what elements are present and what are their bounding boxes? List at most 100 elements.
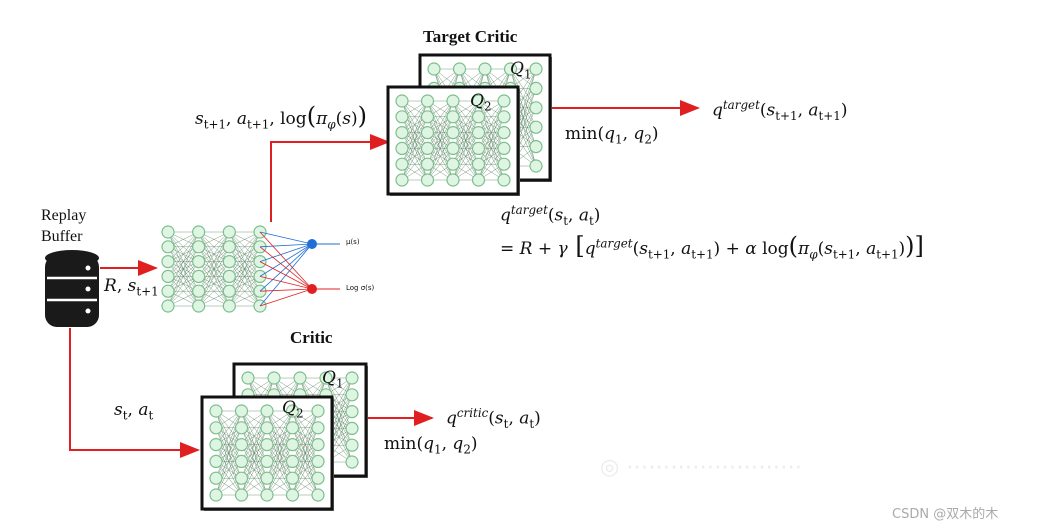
network-node — [478, 62, 492, 76]
network-node — [285, 421, 300, 435]
network-edge — [427, 100, 454, 149]
network-node — [345, 421, 359, 435]
network-node — [529, 62, 543, 76]
network-node — [471, 141, 486, 155]
network-edge — [215, 410, 242, 462]
critic-q1-label: Q1 — [322, 368, 344, 391]
network-node — [395, 94, 409, 108]
network-node — [311, 421, 325, 435]
network-node — [446, 157, 460, 171]
network-edge — [266, 461, 293, 496]
critic-min-label: min(q1, q2) — [384, 434, 478, 457]
network-edge — [292, 444, 319, 496]
network-edge — [292, 410, 319, 479]
actor-output-edge — [259, 261, 313, 290]
network-node — [529, 101, 543, 115]
network-edge — [167, 276, 199, 307]
network-node — [222, 284, 236, 298]
network-node — [497, 141, 511, 155]
replay-buffer-icon — [45, 250, 99, 327]
network-node — [471, 126, 486, 140]
critic-title: Critic — [290, 328, 333, 347]
network-node — [260, 454, 274, 468]
network-edge — [292, 410, 319, 445]
network-edge — [167, 231, 199, 292]
network-edge — [198, 231, 230, 262]
network-node — [209, 488, 223, 502]
network-node — [427, 62, 441, 76]
network-edge — [478, 100, 505, 133]
network-edge — [229, 231, 261, 292]
buffer-to-critic-label: st, at — [114, 400, 154, 423]
target-min-label: min(q1, q2) — [565, 124, 659, 147]
buffer-to-actor-label: R, st+1 — [104, 276, 159, 299]
network-node — [192, 299, 206, 313]
network-node — [209, 404, 223, 418]
network-node — [311, 404, 325, 418]
network-node — [192, 284, 206, 298]
network-edge — [198, 276, 230, 307]
network-node — [209, 454, 223, 468]
network-edge — [401, 116, 428, 181]
network-node — [260, 488, 274, 502]
network-node — [529, 159, 543, 173]
target-critic-title: Target Critic — [423, 27, 518, 46]
network-edge — [478, 132, 505, 181]
network-node — [192, 225, 206, 239]
network-node — [161, 255, 175, 269]
network-edge — [401, 100, 428, 133]
critic-q2-label: Q2 — [282, 398, 304, 421]
network-node — [345, 388, 359, 402]
network-node — [234, 404, 249, 418]
target-input-label: st+1, at+1, log(πφ(s)) — [195, 102, 367, 132]
network-edge — [401, 100, 428, 165]
network-node — [529, 81, 543, 96]
network-node — [497, 110, 511, 124]
network-node — [395, 110, 409, 124]
network-node — [260, 421, 274, 435]
network-edge — [401, 148, 428, 181]
network-node — [471, 110, 486, 124]
network-node — [529, 140, 543, 154]
network-node — [311, 454, 325, 468]
network-edge — [266, 410, 293, 445]
network-edge — [401, 100, 428, 149]
arrow-actor-to-target-critic — [270, 134, 390, 222]
network-node — [241, 371, 255, 385]
network-node — [471, 157, 486, 171]
network-edge — [241, 444, 268, 496]
network-node — [446, 110, 460, 124]
network-node — [192, 269, 206, 283]
network-edge — [167, 246, 199, 307]
network-node — [395, 157, 409, 171]
network-node — [285, 454, 300, 468]
actor-log-sigma-label: Log σ(s) — [346, 284, 375, 292]
network-node — [529, 120, 543, 134]
network-edge — [427, 100, 454, 133]
actor-network — [161, 225, 340, 313]
network-edge — [427, 116, 454, 181]
network-node — [395, 126, 409, 140]
network-node — [319, 371, 333, 385]
network-edge — [292, 427, 319, 496]
network-edge — [198, 231, 230, 292]
network-edge — [452, 100, 479, 165]
network-edge — [292, 410, 319, 462]
network-node — [345, 405, 359, 419]
network-edge — [241, 410, 268, 462]
critic-output-label: qcritic(st, at) — [446, 406, 541, 432]
network-node — [395, 173, 409, 187]
network-edge — [215, 410, 242, 479]
network-node — [311, 471, 325, 485]
target-critic-q2-network — [386, 85, 520, 196]
network-node — [471, 94, 486, 108]
target-q1-label: Q1 — [510, 59, 532, 82]
network-node — [192, 240, 206, 254]
network-edge — [452, 116, 479, 181]
network-node — [497, 157, 511, 171]
network-edge — [215, 427, 242, 496]
target-output-label: qtarget(st+1, at+1) — [712, 98, 848, 124]
network-node — [234, 438, 249, 452]
